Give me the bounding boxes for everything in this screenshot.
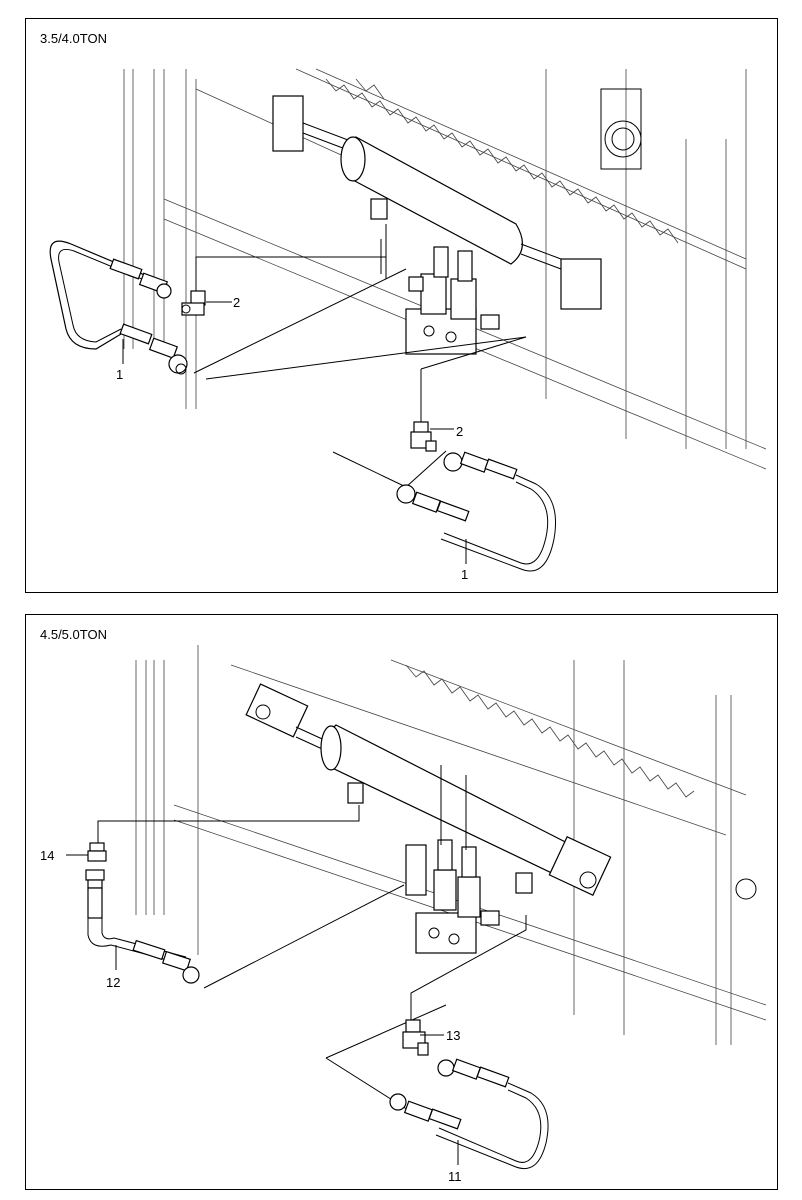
- hose-11: [389, 1058, 549, 1169]
- hose-lower-right: [396, 451, 557, 572]
- leader-lines: [97, 805, 527, 1116]
- lift-cylinder: [272, 95, 602, 310]
- callout-11: 11: [448, 1169, 462, 1184]
- callout-2-lower: 2: [456, 424, 463, 439]
- hose-assembly-drawing: 2 1 2 1: [49, 68, 767, 582]
- callout-2-upper: 2: [233, 295, 240, 310]
- callout-13: 13: [446, 1028, 460, 1043]
- lift-cylinder: [245, 683, 612, 896]
- diagram-panel-bottom: 4.5/5.0TON: [25, 614, 778, 1190]
- panel-title: 3.5/4.0TON: [40, 31, 107, 46]
- callout-1-lower: 1: [461, 567, 468, 582]
- hose-upper-left: [49, 240, 188, 375]
- callout-12: 12: [106, 975, 120, 990]
- diagram-panel-top: 3.5/4.0TON: [25, 18, 778, 593]
- hose-12: [85, 869, 200, 984]
- mast-frame: [123, 68, 767, 470]
- leader-lines: [193, 224, 527, 488]
- valve-block: [380, 239, 500, 355]
- fitting-14: [66, 842, 107, 862]
- elbow-fitting-lower: [410, 421, 454, 452]
- elbow-fitting-upper: [181, 290, 232, 316]
- hose-assembly-drawing: 14 12 13 11: [40, 645, 767, 1184]
- callout-14: 14: [40, 848, 54, 863]
- callout-1-upper: 1: [116, 367, 123, 382]
- valve-block: [405, 765, 500, 954]
- fitting-13: [402, 1019, 444, 1056]
- panel-title: 4.5/5.0TON: [40, 627, 107, 642]
